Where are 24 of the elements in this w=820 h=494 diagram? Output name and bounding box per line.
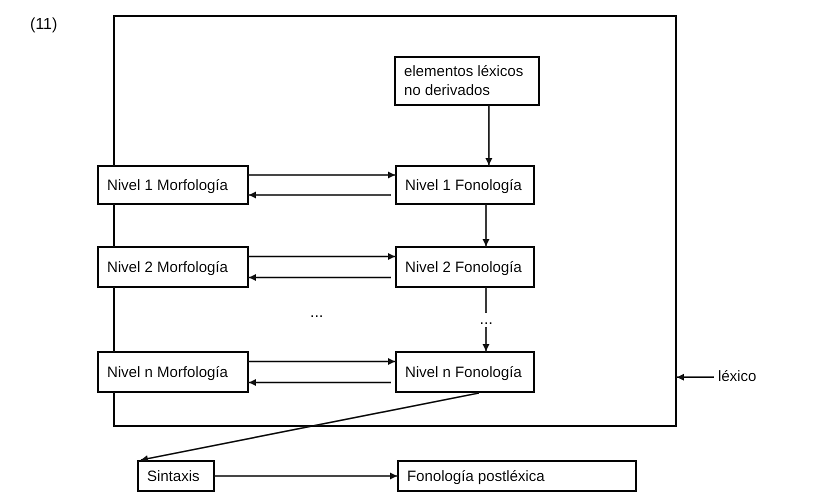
- example-number: (11): [30, 16, 58, 34]
- process-box: elementos léxicos no derivados: [394, 56, 540, 106]
- process-box: Nivel n Morfología: [97, 351, 249, 393]
- process-box: Nivel 1 Fonología: [395, 165, 535, 205]
- process-box: Sintaxis: [137, 460, 215, 492]
- process-box: Nivel n Fonología: [395, 351, 535, 393]
- arrow: [482, 288, 490, 351]
- arrow: [677, 374, 714, 381]
- arrow: [249, 253, 395, 260]
- arrow: [249, 358, 395, 365]
- process-box: Nivel 2 Fonología: [395, 246, 535, 288]
- process-box: Nivel 2 Morfología: [97, 246, 249, 288]
- arrow: [482, 205, 490, 246]
- ellipsis-label: ...: [310, 304, 324, 322]
- arrow: [215, 472, 397, 480]
- arrow: [249, 379, 391, 386]
- process-box: Fonología postléxica: [397, 460, 637, 492]
- arrow: [140, 392, 480, 462]
- arrow: [249, 192, 391, 198]
- arrow: [249, 274, 391, 281]
- process-box: Nivel 1 Morfología: [97, 165, 249, 205]
- arrow: [485, 106, 492, 165]
- node-label: léxico: [718, 364, 798, 388]
- arrow: [249, 172, 395, 178]
